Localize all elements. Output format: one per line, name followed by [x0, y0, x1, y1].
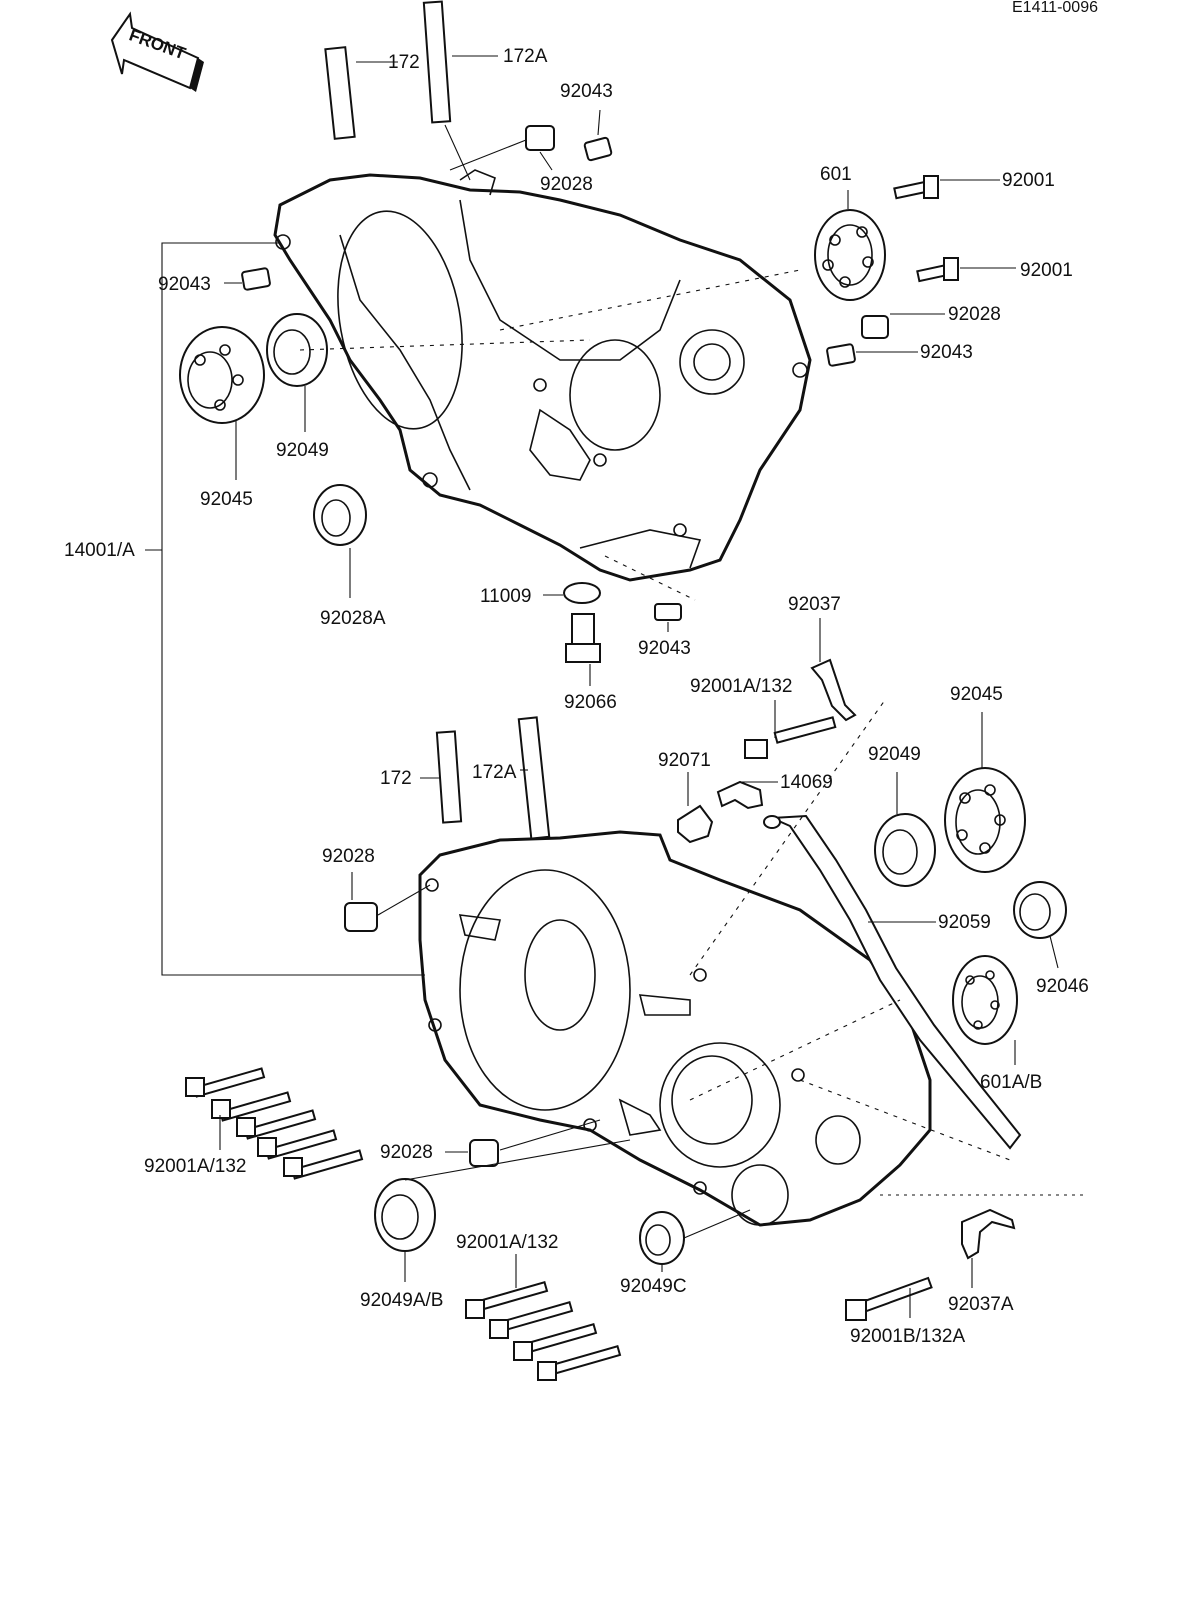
pin-92028-right — [861, 313, 945, 339]
label-92049-right: 92049 — [868, 744, 921, 765]
dowel-92043-bottom — [654, 603, 682, 632]
needle-bearing-92046 — [1013, 881, 1067, 969]
stud-172-lower — [420, 730, 463, 824]
label-14001A: 14001/A — [64, 540, 135, 561]
label-92066: 92066 — [564, 692, 617, 713]
leader-14001 — [145, 242, 425, 976]
label-92037: 92037 — [788, 594, 841, 615]
label-92001-b: 92001 — [1020, 260, 1073, 281]
bushing-92028A — [313, 484, 367, 598]
label-92001-a: 92001 — [1002, 170, 1055, 191]
dowel-92043-left — [224, 267, 271, 291]
label-172-top: 172 — [388, 52, 420, 73]
label-92043-bottom: 92043 — [638, 638, 691, 659]
clamp-92037 — [810, 618, 857, 722]
label-14069: 14069 — [780, 772, 833, 793]
bearing-601 — [814, 190, 886, 301]
label-92028-right: 92028 — [948, 304, 1001, 325]
label-92037A: 92037A — [948, 1294, 1014, 1315]
dowel-92043-top — [583, 109, 613, 162]
seal-92049-right — [874, 772, 936, 887]
bearing-601AB — [952, 955, 1018, 1065]
bearing-92045-left — [179, 326, 265, 480]
bolt-92001-b — [916, 257, 1016, 283]
stud-172A-lower — [517, 716, 551, 840]
label-92046: 92046 — [1036, 976, 1089, 997]
drain-plug-92066 — [565, 613, 601, 686]
lower-crankcase-half — [418, 830, 932, 1227]
label-92043-top: 92043 — [560, 81, 613, 102]
label-92028-lower: 92028 — [322, 846, 375, 867]
bolt-92001A-132-upper — [744, 700, 837, 759]
label-92045-left: 92045 — [200, 489, 253, 510]
label-92028-top: 92028 — [540, 174, 593, 195]
seal-92049-left — [266, 313, 328, 432]
washer-11009 — [543, 582, 601, 604]
dowel-92043-right — [826, 343, 918, 367]
label-172A-lower: 172A — [472, 762, 517, 783]
bolt-set-92001A-132-bottom — [465, 1254, 622, 1381]
label-92049AB: 92049A/B — [360, 1290, 443, 1311]
label-172-lower: 172 — [380, 768, 412, 789]
pin-92028-lower — [344, 872, 431, 932]
label-92049C: 92049C — [620, 1276, 687, 1297]
label-92043-right: 92043 — [920, 342, 973, 363]
label-172A-top: 172A — [503, 46, 548, 67]
label-601: 601 — [820, 164, 852, 185]
label-92043-left: 92043 — [158, 274, 211, 295]
label-11009: 11009 — [480, 586, 531, 607]
seal-92049C — [639, 1209, 751, 1272]
label-92001A-132-c: 92001A/132 — [456, 1232, 559, 1253]
tube-92059 — [763, 814, 1022, 1150]
bolt-92001B-132A — [845, 1276, 933, 1321]
elbow-14069 — [716, 780, 778, 810]
diagram-code: E1411-0096 — [1012, 0, 1098, 16]
stud-172A-top — [422, 0, 498, 181]
label-92001A-132-a: 92001A/132 — [690, 676, 793, 697]
label-92001A-132-b: 92001A/132 — [144, 1156, 247, 1177]
label-92045-right: 92045 — [950, 684, 1003, 705]
clamp-92037A — [880, 1194, 1085, 1288]
label-601AB: 601A/B — [980, 1072, 1042, 1093]
assembly-guide-lines — [299, 269, 1011, 1161]
label-92001B-132A: 92001B/132A — [850, 1326, 965, 1347]
fitting-92071 — [677, 772, 714, 844]
stud-172-top — [324, 46, 398, 140]
label-92059: 92059 — [938, 912, 991, 933]
bearing-92045-right — [944, 712, 1026, 873]
pin-92028-top — [449, 125, 555, 171]
label-92071: 92071 — [658, 750, 711, 771]
bolt-92001-a — [893, 175, 1000, 200]
seal-92049AB — [374, 1139, 631, 1282]
bolt-set-92001A-132-left — [185, 1067, 364, 1180]
label-92028-lower-2: 92028 — [380, 1142, 433, 1163]
front-arrow-icon: FRONT — [110, 11, 204, 92]
label-92049-left: 92049 — [276, 440, 329, 461]
label-92028A: 92028A — [320, 608, 386, 629]
